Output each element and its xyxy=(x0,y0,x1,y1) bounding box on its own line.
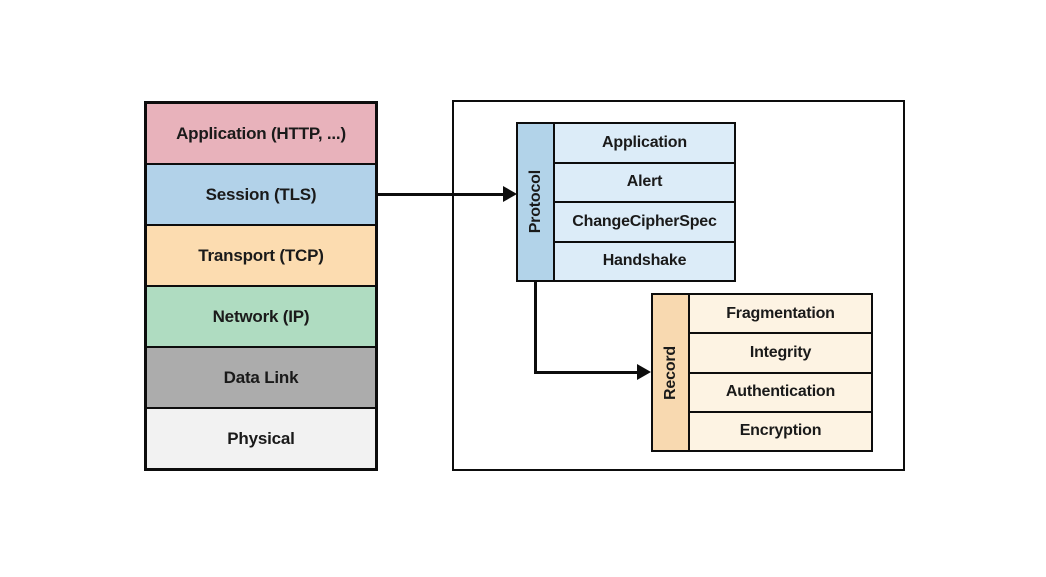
record-row-authentication: Authentication xyxy=(690,371,871,411)
protocol-row-handshake: Handshake xyxy=(555,240,734,280)
layer-application: Application (HTTP, ...) xyxy=(147,104,375,163)
layer-network: Network (IP) xyxy=(147,285,375,346)
protocol-row-alert: Alert xyxy=(555,161,734,201)
layer-session-tls: Session (TLS) xyxy=(147,163,375,224)
protocol-band-label: Protocol xyxy=(526,170,544,234)
network-layer-stack: Application (HTTP, ...) Session (TLS) Tr… xyxy=(144,101,378,471)
arrow-protocol-to-record-arrowhead-icon xyxy=(637,363,651,380)
layer-physical: Physical xyxy=(147,407,375,468)
protocol-band: Protocol xyxy=(518,124,555,280)
protocol-rows: Application Alert ChangeCipherSpec Hands… xyxy=(555,124,734,280)
record-band-label: Record xyxy=(661,345,679,400)
protocol-row-changecipherspec: ChangeCipherSpec xyxy=(555,201,734,241)
arrow-protocol-to-record-horizontal-line xyxy=(534,370,638,374)
protocol-row-application: Application xyxy=(555,124,734,162)
record-row-encryption: Encryption xyxy=(690,410,871,450)
arrow-session-to-protocol-arrowhead-icon xyxy=(503,185,517,202)
arrow-session-to-protocol-line xyxy=(378,192,504,196)
record-row-integrity: Integrity xyxy=(690,332,871,372)
record-rows: Fragmentation Integrity Authentication E… xyxy=(690,295,871,450)
arrow-protocol-to-record-vertical-line xyxy=(534,281,537,374)
record-box: Record Fragmentation Integrity Authentic… xyxy=(651,293,873,452)
layer-transport: Transport (TCP) xyxy=(147,224,375,285)
record-band: Record xyxy=(653,295,690,450)
record-row-fragmentation: Fragmentation xyxy=(690,295,871,333)
protocol-box: Protocol Application Alert ChangeCipherS… xyxy=(516,122,736,282)
layer-data-link: Data Link xyxy=(147,346,375,407)
